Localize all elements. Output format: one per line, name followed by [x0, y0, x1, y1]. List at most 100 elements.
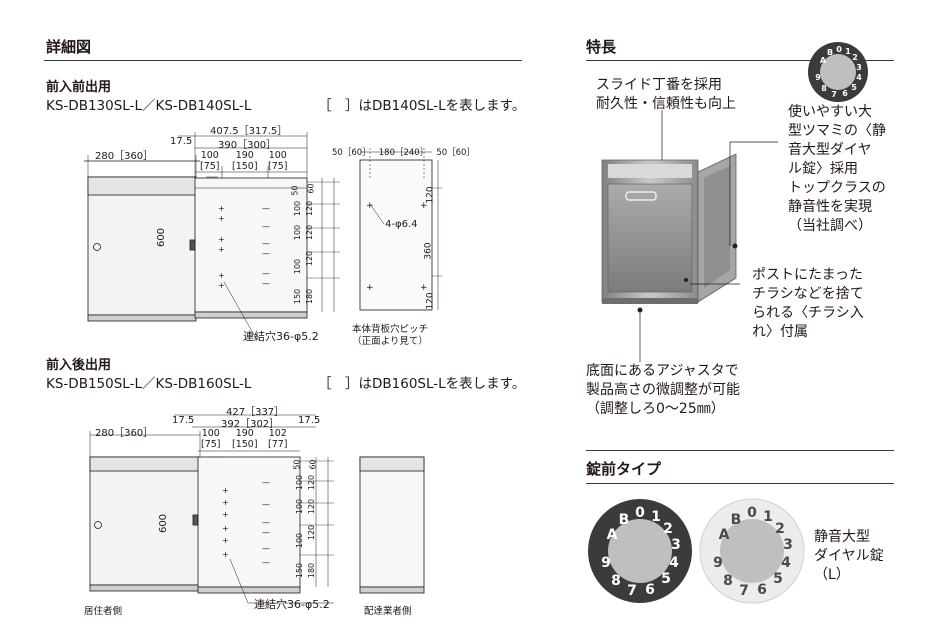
svg-text:+: + [366, 283, 374, 293]
svg-text:+: + [222, 524, 229, 533]
g2-pitch-2: 190[150] [232, 428, 258, 450]
svg-text:—: — [262, 544, 270, 553]
svg-text:5: 5 [661, 571, 671, 587]
g1-vdim-right-5: 180 [305, 288, 315, 305]
group1-models: KS-DB130SL-L／KS-DB140SL-L [46, 98, 252, 114]
g2-vdim-left-1: 50 [292, 459, 302, 470]
g2-vdim-left-2: 100 [295, 474, 305, 491]
g2-connect-hole-label: 連結穴36-φ5.2 [254, 598, 330, 611]
g1-pitch-3: 100[75] [268, 150, 288, 172]
g2-vdim-right-3: 120 [307, 498, 317, 515]
g1-back-vdim-1: 120 [425, 186, 436, 204]
g1-height: 600 [156, 227, 168, 248]
svg-text:3: 3 [783, 537, 793, 553]
g1-side-offset: 17.5 [170, 136, 193, 147]
g1-pitch-1: 100[75] [200, 150, 220, 172]
feature-adjuster-callout: 底面にあるアジャスタで 製品高さの微調整が可能 （調整しろ0～25㎜） [586, 363, 740, 417]
detail-section-rule [44, 60, 522, 61]
g1-back-caption: 本体背板穴ピッチ（正面より見て） [352, 324, 429, 347]
g1-vdim-left-2: 100 [293, 200, 303, 217]
svg-text:+: + [222, 550, 229, 559]
g1-vdim-right-4: 120 [305, 250, 315, 267]
g1-vdim-right-1: 60 [306, 183, 316, 194]
g1-back-pitch: 50［60］ 180［240］ 50［60］ [332, 148, 475, 158]
svg-text:3: 3 [856, 63, 862, 72]
g1-front-width: 280［360］ [95, 151, 154, 162]
svg-text:A: A [820, 56, 827, 65]
svg-text:0: 0 [635, 505, 645, 521]
group2-drawing: ++ ++ ++ —— —— —— [89, 414, 425, 604]
svg-text:9: 9 [601, 555, 611, 571]
g2-vdim-left-3: 100 [295, 498, 305, 515]
g1-back-vdim-3: 120 [425, 292, 436, 310]
svg-text:0: 0 [836, 45, 842, 54]
svg-text:B: B [619, 512, 630, 528]
svg-text:—: — [262, 222, 270, 231]
group1-drawing [84, 155, 218, 322]
g1-back-view: ++ ++ [359, 148, 442, 311]
detail-section-title: 詳細図 [46, 38, 92, 56]
svg-text:+: + [218, 214, 225, 223]
svg-text:8: 8 [723, 573, 733, 589]
g2-side-total-width: 427［337］ [226, 407, 285, 418]
svg-text:+: + [218, 245, 225, 254]
lock-section-title: 錠前タイプ [586, 460, 662, 478]
feature-section-rule [586, 60, 894, 61]
g1-connect-hole-label: 連結穴36-φ5.2 [243, 330, 319, 343]
svg-text:—: — [262, 204, 270, 213]
svg-text:+: + [218, 271, 225, 280]
feature-flyer-callout: ポストにたまった チラシなどを捨て られる〈チラシ入 れ〉付属 [752, 267, 864, 340]
g1-vdim-left-1: 50 [290, 185, 300, 196]
svg-text:A: A [607, 527, 618, 543]
g2-caption-delivery: 配達業者側 [364, 606, 412, 617]
svg-text:+: + [222, 536, 229, 545]
g1-back-vdim-2: 360 [423, 242, 434, 260]
svg-text:2: 2 [775, 521, 785, 537]
svg-text:—: — [262, 239, 270, 248]
svg-text:A: A [719, 527, 730, 543]
svg-text:—: — [262, 269, 270, 278]
svg-text:+: + [218, 204, 225, 213]
g1-front-keyhole-icon [93, 243, 101, 251]
svg-text:7: 7 [739, 583, 749, 599]
mailbox-photo [601, 153, 738, 313]
svg-text:8: 8 [821, 84, 827, 93]
g2-vdim-right-1: 60 [308, 459, 318, 470]
svg-text:4: 4 [669, 555, 679, 571]
svg-text:—: — [262, 528, 270, 537]
g1-front-body [87, 176, 197, 316]
svg-text:+: + [222, 486, 229, 495]
g2-vdim-right-2: 120 [307, 474, 317, 491]
feature-dial-callout: 使いやすい大 型ツマミの〈静 音大型ダイヤ ル錠〉採用 トップクラスの 静音性を… [788, 104, 886, 234]
lock-section-rule-top [586, 450, 894, 451]
svg-text:—: — [262, 279, 270, 288]
svg-text:—: — [262, 249, 270, 258]
g2-pitch-1: 100[75] [201, 428, 221, 450]
feature-hinge-callout: スライド丁番を採用耐久性・信頼性も向上 [596, 77, 736, 112]
group1-title: 前入前出用 [46, 80, 112, 95]
g1-vdim-left-3: 100 [293, 224, 303, 241]
svg-text:7: 7 [627, 583, 637, 599]
svg-text:—: — [262, 478, 270, 487]
g2-bottom-dim: 150 [295, 562, 305, 579]
callout-leaders [639, 110, 778, 362]
g1-back-hole-label: 4-φ6.4 [385, 219, 418, 230]
svg-text:—: — [262, 558, 270, 567]
svg-text:4: 4 [781, 555, 791, 571]
g1-side-inner-width: 390［300］ [218, 140, 277, 151]
svg-text:8: 8 [611, 573, 621, 589]
g2-pitch-3: 102[77] [268, 428, 288, 450]
svg-text:5: 5 [851, 83, 857, 92]
feature-section-title: 特長 [586, 38, 617, 56]
group1-bracket-note: ［ ］はDB140SL-Lを表します。 [318, 98, 526, 114]
g2-side-inner-width: 392［302］ [221, 419, 280, 430]
svg-text:+: + [222, 498, 229, 507]
svg-text:6: 6 [842, 89, 848, 98]
svg-text:+: + [366, 201, 374, 211]
g1-bottom-dim: 150 [293, 288, 303, 305]
svg-text:9: 9 [713, 555, 723, 571]
g1-vdim-right-2: 120 [305, 200, 315, 217]
svg-text:B: B [731, 512, 742, 528]
svg-text:0: 0 [747, 505, 757, 521]
